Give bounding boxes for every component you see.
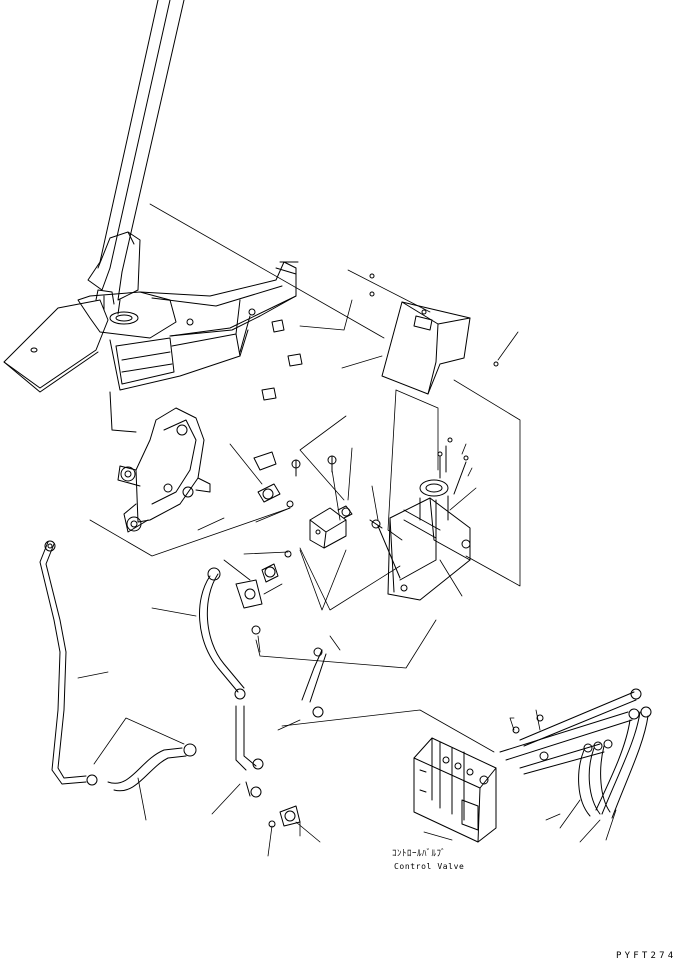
control-valve-label-jp: ｺﾝﾄﾛｰﾙﾊﾞﾙﾌﾞ <box>392 849 447 859</box>
drawing-code: PYFT274 <box>616 951 677 961</box>
hose-c <box>301 525 401 718</box>
leader-lines <box>77 203 617 857</box>
cover-panel <box>369 273 499 395</box>
frame-rail <box>109 261 299 433</box>
control-valve-label-en: Control Valve <box>394 862 465 871</box>
right-hoses <box>578 706 652 819</box>
lever-stand <box>387 437 471 601</box>
swing-bracket <box>117 407 211 533</box>
control-valve <box>413 737 497 843</box>
hose-b <box>199 567 264 798</box>
hose-a <box>107 743 197 792</box>
mount-blocks <box>261 319 303 401</box>
control-pipes <box>499 688 642 775</box>
return-pipe <box>39 540 98 786</box>
boom-arm <box>87 0 185 301</box>
bottom-fittings <box>268 805 301 828</box>
fittings <box>235 483 383 635</box>
floor-plate <box>3 289 177 393</box>
valve-block <box>253 451 353 549</box>
